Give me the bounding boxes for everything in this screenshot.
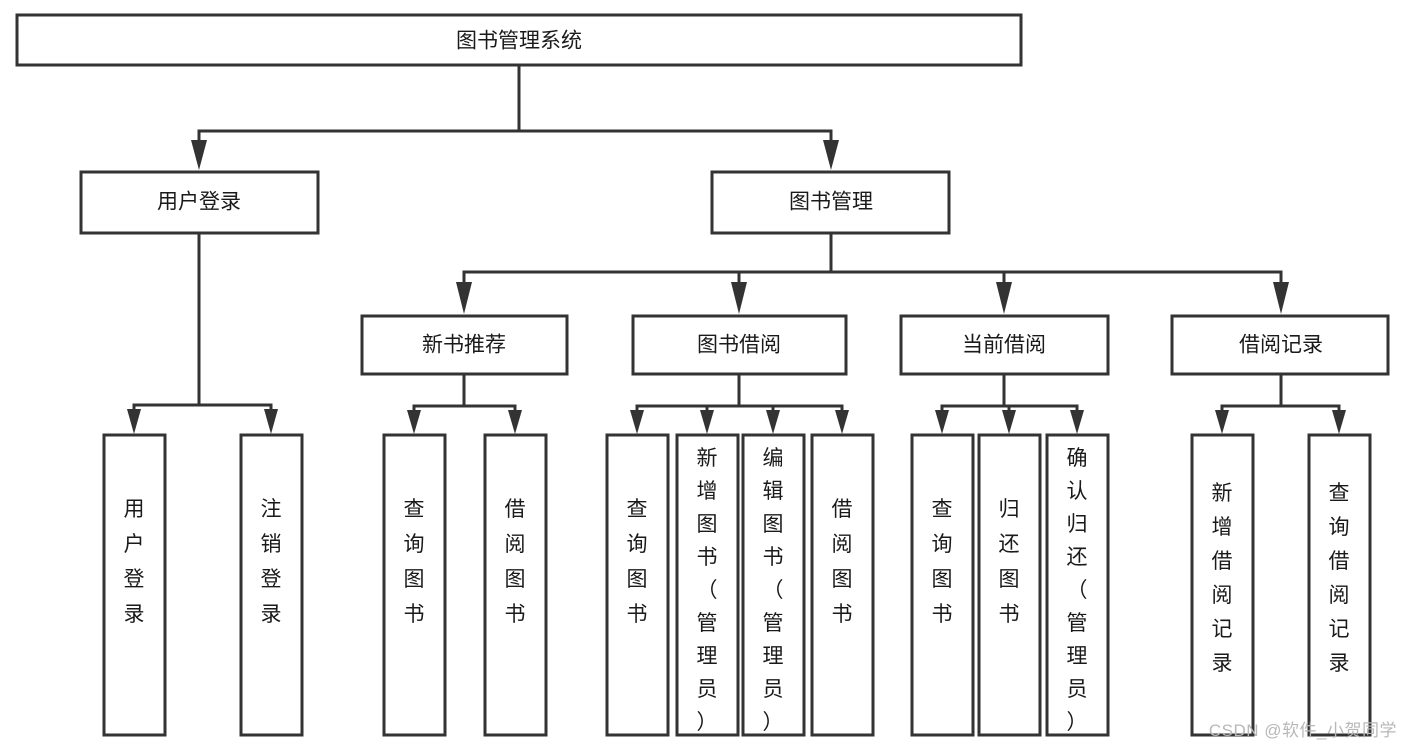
- node-root-system-label: 图书管理系统: [456, 30, 582, 53]
- node-new-book-recommend-box[interactable]: [360, 314, 569, 376]
- node-root-system-box[interactable]: [15, 13, 1023, 67]
- node-borrow-record-box[interactable]: [1170, 314, 1390, 376]
- leaf-rec-borrow-book-box[interactable]: [483, 433, 548, 737]
- leaf-current-return-book[interactable]: 归还图书: [977, 433, 1042, 737]
- leaf-current-query-book[interactable]: 查询图书: [910, 433, 975, 737]
- node-current-borrow-box[interactable]: [899, 314, 1110, 376]
- leaf-user-login[interactable]: 用户登录: [102, 433, 167, 737]
- arrow-borrow-edit-book: [766, 410, 780, 434]
- leaf-borrow-query-book[interactable]: 查询图书: [605, 433, 670, 737]
- arrow-to-user-login: [191, 140, 207, 170]
- leaf-rec-query-book-label: 查询图书: [404, 498, 425, 626]
- leaf-borrow-borrow-book[interactable]: 借阅图书: [810, 433, 875, 737]
- arrow-borrow-query-book: [630, 410, 644, 434]
- leaf-borrow-edit-book-admin[interactable]: 编辑图书（管理员）: [741, 433, 806, 737]
- node-user-login[interactable]: 用户登录: [79, 170, 320, 235]
- arrow-rec-borrow-book: [508, 410, 522, 434]
- arrow-to-borrow-record: [1273, 282, 1289, 314]
- node-current-borrow-label: 当前借阅: [962, 334, 1046, 357]
- leaf-current-confirm-return-admin[interactable]: 确认归还（管理员）: [1045, 433, 1110, 737]
- leaf-logout-label: 注销登录: [261, 498, 282, 626]
- node-user-login-label: 用户登录: [157, 191, 241, 214]
- node-root-system[interactable]: 图书管理系统: [15, 13, 1023, 67]
- node-book-borrow-box[interactable]: [631, 314, 848, 376]
- leaf-borrow-add-book-admin-label: 新增图书（管理员）: [697, 447, 718, 734]
- arrow-current-confirm-return: [1070, 410, 1084, 434]
- leaf-record-add[interactable]: 新增借阅记录: [1190, 433, 1255, 737]
- arrow-borrow-borrow-book: [835, 410, 849, 434]
- leaf-logout[interactable]: 注销登录: [239, 433, 304, 737]
- leaf-current-return-book-label: 归还图书: [999, 498, 1020, 626]
- leaf-rec-borrow-book[interactable]: 借阅图书: [483, 433, 548, 737]
- leaf-record-query-box[interactable]: [1307, 433, 1372, 737]
- leaf-record-add-label: 新增借阅记录: [1212, 482, 1233, 675]
- node-book-borrow[interactable]: 图书借阅: [631, 314, 848, 376]
- arrow-borrow-add-book: [700, 410, 714, 434]
- node-book-borrow-label: 图书借阅: [697, 334, 781, 357]
- leaf-record-query-label: 查询借阅记录: [1329, 482, 1350, 675]
- leaf-user-login-box[interactable]: [102, 433, 167, 737]
- leaf-borrow-edit-book-admin-label: 编辑图书（管理员）: [763, 447, 784, 734]
- leaf-user-login-label: 用户登录: [124, 498, 145, 626]
- leaf-rec-query-book[interactable]: 查询图书: [382, 433, 447, 737]
- leaf-current-query-book-label: 查询图书: [932, 498, 953, 626]
- leaf-borrow-query-book-label: 查询图书: [627, 498, 648, 626]
- leaf-record-add-box[interactable]: [1190, 433, 1255, 737]
- arrow-rec-query-book: [407, 410, 421, 434]
- leaf-borrow-edit-book-admin-box[interactable]: [741, 433, 806, 737]
- connector-layer: [127, 63, 1346, 434]
- arrow-to-book-mgmt: [823, 140, 839, 170]
- leaf-current-confirm-return-admin-box[interactable]: [1045, 433, 1110, 737]
- arrow-current-query-book: [935, 410, 949, 434]
- leaf-borrow-add-book-admin[interactable]: 新增图书（管理员）: [675, 433, 740, 737]
- node-new-book-recommend-label: 新书推荐: [422, 334, 506, 357]
- leaf-rec-borrow-book-label: 借阅图书: [505, 498, 526, 626]
- arrow-to-book-borrow: [731, 282, 747, 314]
- node-new-book-recommend[interactable]: 新书推荐: [360, 314, 569, 376]
- node-borrow-record-label: 借阅记录: [1239, 334, 1323, 357]
- leaf-current-return-book-box[interactable]: [977, 433, 1042, 737]
- leaf-rec-query-book-box[interactable]: [382, 433, 447, 737]
- arrow-to-new-book-rec: [456, 282, 472, 314]
- leaf-record-query[interactable]: 查询借阅记录: [1307, 433, 1372, 737]
- leaf-borrow-borrow-book-label: 借阅图书: [832, 498, 853, 626]
- arrow-current-return-book: [1002, 410, 1016, 434]
- leaf-current-confirm-return-admin-label: 确认归还（管理员）: [1067, 447, 1088, 734]
- node-user-login-box[interactable]: [79, 170, 320, 235]
- leaf-borrow-query-book-box[interactable]: [605, 433, 670, 737]
- node-book-management-box[interactable]: [710, 170, 951, 235]
- node-book-management[interactable]: 图书管理: [710, 170, 951, 235]
- arrow-record-query: [1332, 410, 1346, 434]
- arrow-to-user-login-leaf: [127, 409, 141, 434]
- arrow-to-current-borrow: [996, 282, 1012, 314]
- node-current-borrow[interactable]: 当前借阅: [899, 314, 1110, 376]
- leaf-borrow-add-book-admin-box[interactable]: [675, 433, 740, 737]
- node-book-management-label: 图书管理: [789, 191, 873, 214]
- arrow-to-logout-leaf: [264, 409, 278, 434]
- node-borrow-record[interactable]: 借阅记录: [1170, 314, 1390, 376]
- arrow-record-add: [1215, 410, 1229, 434]
- leaf-current-query-book-box[interactable]: [910, 433, 975, 737]
- leaf-borrow-borrow-book-box[interactable]: [810, 433, 875, 737]
- leaf-logout-box[interactable]: [239, 433, 304, 737]
